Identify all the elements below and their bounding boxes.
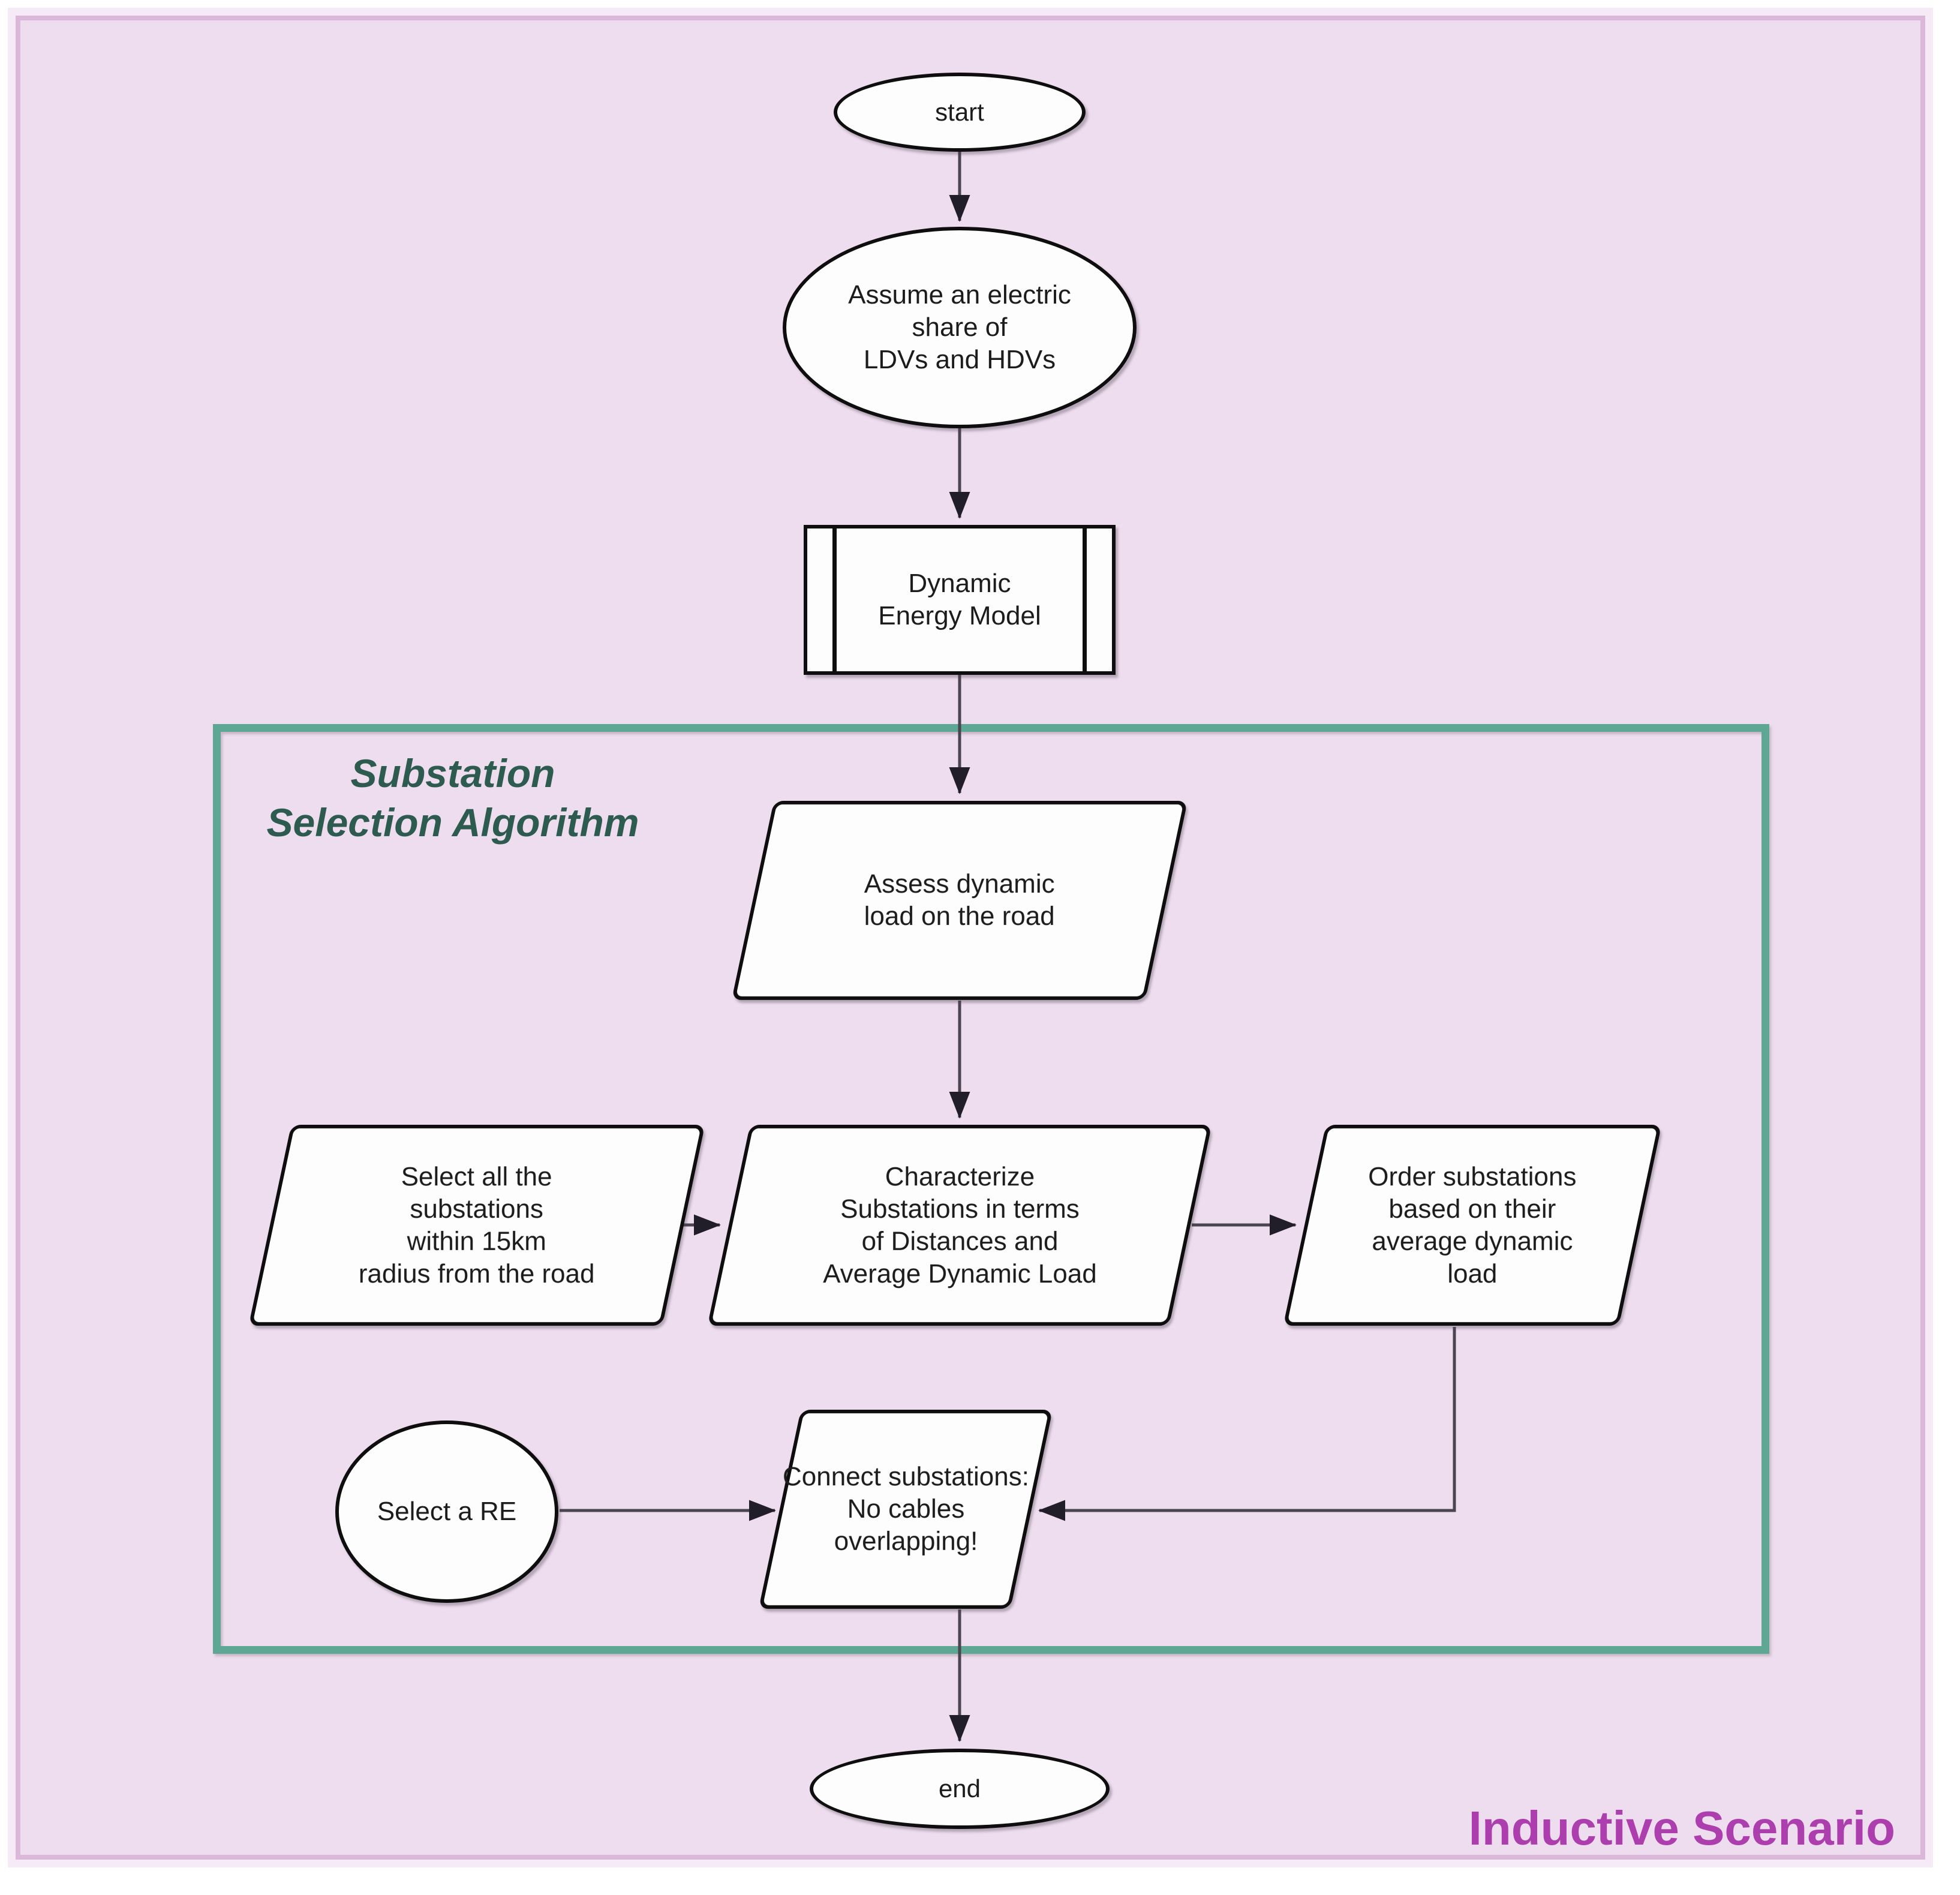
node-start: start [834, 73, 1086, 152]
node-end: end [810, 1749, 1110, 1829]
arrow-order-to-connect [1038, 1327, 1456, 1521]
node-characterize-substations: Characterize Substations in terms of Dis… [707, 1125, 1212, 1326]
node-select-all-label: Select all the substations within 15km r… [359, 1161, 595, 1289]
node-assess-dynamic-load: Assess dynamic load on the road [731, 801, 1188, 1000]
inductive-scenario-label: Inductive Scenario [1468, 1801, 1895, 1855]
predefined-process-bar-left [832, 528, 837, 671]
node-order-substations: Order substations based on their average… [1283, 1125, 1662, 1326]
node-start-label: start [935, 98, 984, 126]
node-assess-label: Assess dynamic load on the road [864, 869, 1056, 931]
node-dem-label: Dynamic Energy Model [878, 569, 1041, 630]
node-select-re-label: Select a RE [377, 1497, 517, 1526]
node-characterize-label: Characterize Substations in terms of Dis… [822, 1161, 1097, 1289]
node-select-a-re: Select a RE [335, 1421, 558, 1603]
node-order-label: Order substations based on their average… [1368, 1161, 1577, 1289]
group-title-substation-selection-algorithm: Substation Selection Algorithm [266, 751, 639, 845]
node-dynamic-energy-model: Dynamic Energy Model [804, 525, 1116, 675]
node-connect-substations: Connect substations: No cables overlappi… [758, 1410, 1053, 1609]
node-connect-label: Connect substations: No cables overlappi… [782, 1462, 1029, 1556]
node-end-label: end [938, 1774, 981, 1803]
node-assume-electric-share: Assume an electric share of LDVs and HDV… [783, 227, 1137, 428]
predefined-process-bar-right [1083, 528, 1087, 671]
node-assume-label: Assume an electric share of LDVs and HDV… [848, 280, 1071, 374]
substation-selection-group-frame [213, 724, 1769, 1654]
node-select-all-substations: Select all the substations within 15km r… [248, 1125, 705, 1326]
